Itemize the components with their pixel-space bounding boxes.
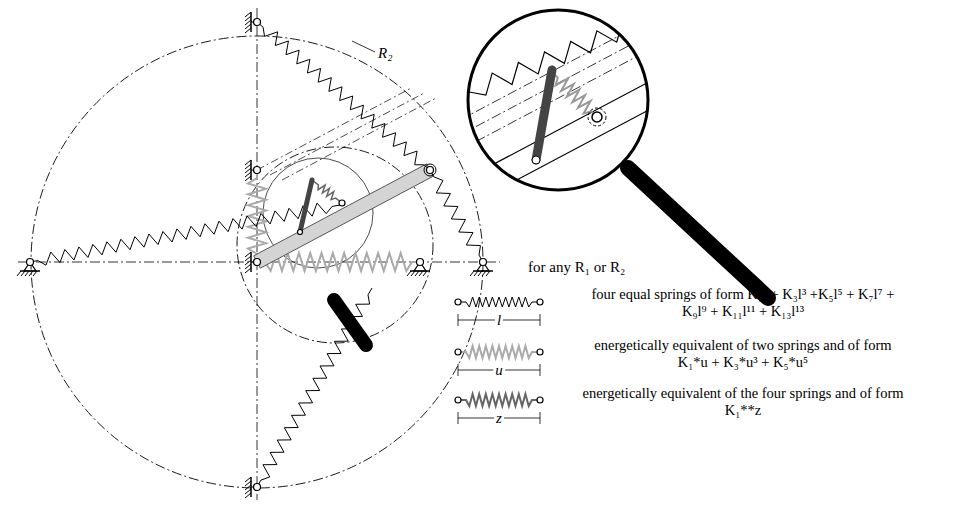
dimension-tick [540, 314, 541, 326]
legend-text: energetically equivalent of two springs … [594, 337, 891, 370]
construction-line [460, 39, 670, 150]
pin-joint [254, 19, 261, 26]
pin-joint [455, 397, 461, 403]
ground-hatch [245, 268, 251, 273]
construction-line [270, 93, 425, 175]
legend-entry: four equal springs of form K₁l + K₃l³ +K… [578, 286, 908, 321]
legend-spring [458, 346, 540, 358]
magnifier-handle [334, 300, 366, 345]
pin-joint [592, 112, 602, 122]
rotating-bar [254, 164, 434, 268]
lever-arm [536, 70, 552, 160]
pin-joint [532, 156, 540, 164]
dimension-tick [458, 412, 459, 424]
ground-hatch [407, 271, 411, 276]
legend-entry: energetically equivalent of two springs … [578, 337, 908, 372]
legend-spring [458, 297, 540, 307]
ground-hatch [419, 271, 423, 276]
spring-l [257, 288, 372, 487]
dimension-tick [458, 364, 459, 376]
ground-hatch [486, 271, 490, 276]
pin-joint [537, 397, 543, 403]
leader-line [352, 41, 375, 52]
pin-joint [298, 230, 303, 235]
construction-line [257, 88, 412, 170]
pin-joint [427, 167, 434, 174]
pin-joint [455, 349, 461, 355]
lens-ground [468, 10, 648, 190]
dark-spring-z [312, 180, 342, 203]
legend-text: energetically equivalent of the four spr… [582, 385, 903, 418]
dimension-tick [458, 314, 459, 326]
pin-joint [455, 299, 461, 305]
spring-l [30, 203, 340, 265]
ground-hatch [415, 271, 419, 276]
pin-joint [537, 349, 543, 355]
ground-hatch [29, 271, 33, 276]
pin-joint [254, 484, 261, 491]
dimension-tick [540, 364, 541, 376]
lever-arm [300, 180, 312, 232]
pin-joint [424, 164, 436, 176]
legend-spring [458, 394, 540, 406]
ground-hatch [423, 271, 427, 276]
magnifier-rim [468, 10, 648, 190]
legend-entry: energetically equivalent of the four spr… [578, 385, 908, 420]
ground-hatch [478, 271, 482, 276]
pin-joint [480, 259, 487, 266]
ground-hatch [411, 271, 415, 276]
pin-joint [588, 108, 606, 126]
ground-hatch [482, 271, 486, 276]
spring-l [430, 170, 483, 262]
ground-hatch [21, 271, 25, 276]
ground-hatch [17, 271, 21, 276]
pin-joint [27, 259, 34, 266]
radius-circle-r1 [237, 147, 433, 343]
construction-line [282, 98, 437, 180]
dimension-tick [540, 412, 541, 424]
legend-text: four equal springs of form K₁l + K₃l³ +K… [592, 286, 895, 319]
pin-joint [254, 259, 261, 266]
spring-l [257, 22, 430, 170]
ground-hatch [245, 176, 251, 181]
construction-line [460, 9, 670, 120]
pin-joint [339, 200, 345, 206]
radius-circle-r2 [31, 36, 483, 488]
note-text: for any R₁ or R₂ [528, 259, 625, 276]
ground-hatch [470, 271, 474, 276]
pin-joint [537, 299, 543, 305]
dimension-label: z [494, 411, 504, 426]
dimension-label: l [495, 313, 503, 328]
ground-hatch [245, 493, 251, 498]
grey-spring-u [540, 190, 560, 200]
ground-hatch [25, 271, 29, 276]
ground-hatch [245, 28, 251, 33]
ground-hatch [33, 271, 37, 276]
radius-label: R₂ [378, 45, 392, 62]
dark-spring-z [552, 72, 597, 117]
pin-joint [254, 167, 261, 174]
ground-hatch [474, 271, 478, 276]
magnifier-handle [628, 168, 768, 298]
dimension-label: u [493, 363, 505, 378]
pin-joint [417, 259, 424, 266]
